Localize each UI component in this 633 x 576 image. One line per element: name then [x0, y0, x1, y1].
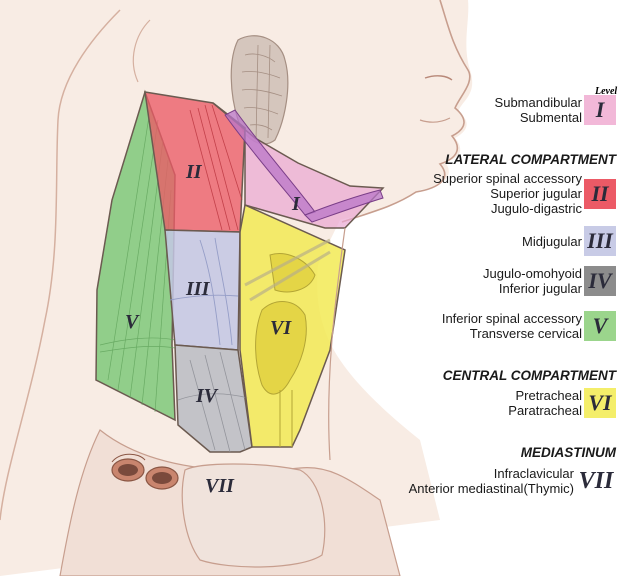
legend-label: Transverse cervical [470, 326, 582, 341]
legend-label: Submandibular [495, 95, 582, 110]
legend-level-v: Inferior spinal accessory Transverse cer… [442, 311, 616, 341]
legend-label: Inferior spinal accessory [442, 311, 582, 326]
legend-level-vi: Pretracheal Paratracheal VI [508, 388, 616, 418]
region-label-vi: VI [270, 317, 292, 339]
region-label-iii: III [185, 278, 211, 300]
central-compartment-heading: CENTRAL COMPARTMENT [443, 368, 616, 383]
legend-label: Midjugular [522, 234, 582, 249]
legend-label: Jugulo-digastric [491, 201, 582, 216]
region-label-iv: IV [195, 385, 219, 407]
region-label-v: V [125, 311, 140, 333]
legend-swatch-ii: II [584, 179, 616, 209]
legend-level-iv: Jugulo-omohyoid Inferior jugular IV [483, 266, 616, 296]
lateral-compartment-heading: LATERAL COMPARTMENT [445, 152, 616, 167]
legend-label: Pretracheal [516, 388, 582, 403]
legend-label: Submental [520, 110, 582, 125]
legend-swatch-iii: III [584, 226, 616, 256]
legend-label: Superior jugular [490, 186, 582, 201]
legend-swatch-iv: IV [584, 266, 616, 296]
legend-level-iii: Midjugular III [522, 226, 616, 256]
legend-swatch-i: I [584, 95, 616, 125]
region-label-ii: II [185, 161, 203, 183]
legend-swatch-vi: VI [584, 388, 616, 418]
legend-label: Inferior jugular [499, 281, 582, 296]
legend-label: Infraclavicular [494, 466, 574, 481]
legend-label: Superior spinal accessory [433, 171, 582, 186]
manubrium [182, 464, 324, 567]
legend-label: Anterior mediastinal(Thymic) [409, 481, 574, 496]
region-label-i: I [291, 193, 301, 215]
mediastinum-heading: MEDIASTINUM [521, 445, 616, 460]
legend-label: Jugulo-omohyoid [483, 266, 582, 281]
legend-swatch-v: V [584, 311, 616, 341]
legend-level-ii: Superior spinal accessory Superior jugul… [433, 171, 616, 216]
legend-level-vii: Infraclavicular Anterior mediastinal(Thy… [409, 466, 616, 496]
region-label-vii: VII [205, 475, 235, 497]
legend-level-i: Submandibular Submental I [495, 95, 616, 125]
legend-numeral-vii: VII [576, 466, 616, 496]
legend-label: Paratracheal [508, 403, 582, 418]
